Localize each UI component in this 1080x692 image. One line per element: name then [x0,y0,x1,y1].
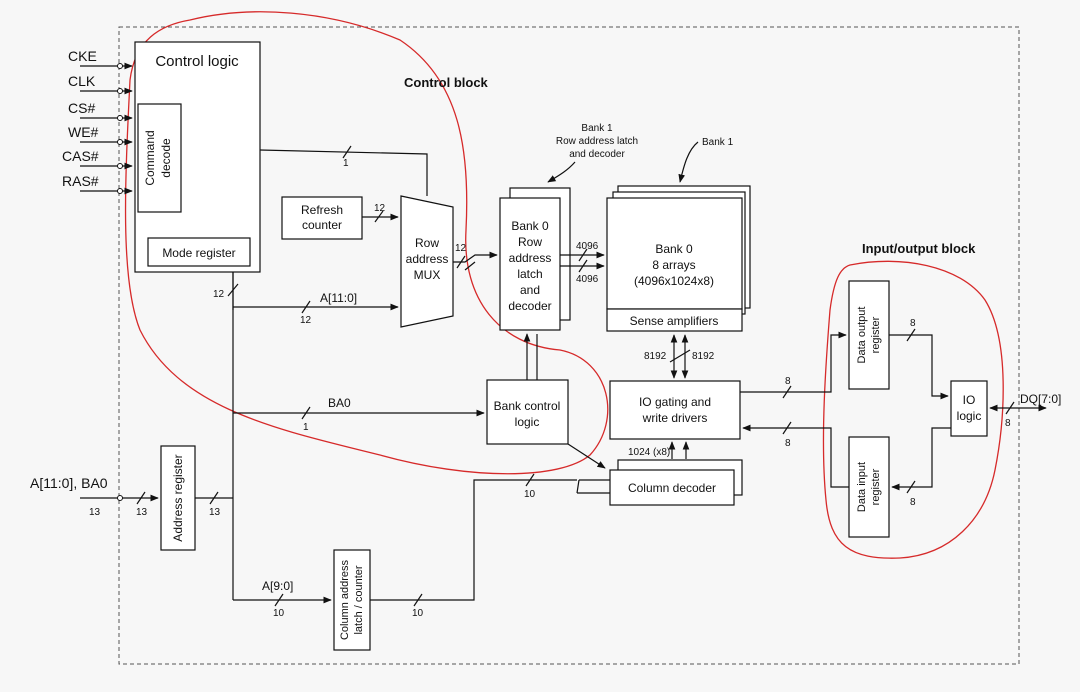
col-latch-label-1: Column address [339,559,351,640]
bank-control-label-1: Bank control [494,399,561,413]
width-dir-8: 8 [910,497,916,508]
io-gating-label-1: IO gating and [639,395,711,409]
width-ba0-1: 1 [303,422,309,433]
signal-dq: DQ[7:0] [1020,392,1061,406]
width-in-13: 13 [89,507,101,518]
col-latch-label-2: latch / counter [353,565,365,634]
io-block-title: Input/output block [862,241,976,256]
bank1-latch-note-1: Bank 1 [581,123,613,134]
io-gating-block [609,380,741,440]
data-output-label-2: register [870,316,882,353]
bank1-latch-note-3: and decoder [569,149,625,160]
mode-register-block [147,237,251,267]
width-in-8: 8 [785,438,791,449]
address-register-label: Address register [171,454,185,541]
width-reg-13: 13 [136,507,148,518]
input-cas: CAS# [62,148,99,164]
bank1-latch-note-2: Row address latch [556,136,638,147]
width-1024x8: 1024 (x8) [628,447,670,458]
bank0-latch-label-2: Row [518,235,542,249]
data-output-register [848,280,890,390]
mux-label-2: address [406,252,449,266]
command-decode-label-1: Command [143,130,157,185]
chip-boundary [118,26,1020,665]
input-clk: CLK [68,73,96,89]
data-output-label-1: Data output [856,307,868,364]
width-out-8: 8 [785,376,791,387]
io-logic-label-2: logic [957,409,982,423]
width-ctrl-1: 1 [343,158,349,169]
bank0-latch-label-3: address [509,251,552,265]
bank0-array-label-2: 8 arrays [652,258,695,272]
bank0-latch-label-1: Bank 0 [511,219,549,233]
refresh-counter-block [281,196,363,240]
width-8192-a: 8192 [644,351,667,362]
column-decoder-block [609,469,735,506]
bank0-latch-label-4: latch [517,267,542,281]
bus-slashes [136,145,1015,607]
width-trunk-12: 12 [213,289,225,300]
column-decoder-label: Column decoder [628,481,716,495]
bank0-array-label-1: Bank 0 [655,242,693,256]
bank0-latch-label-5: and [520,283,540,297]
width-out-13: 13 [209,507,221,518]
width-refresh-12: 12 [374,203,386,214]
input-cs: CS# [68,100,95,116]
row-address-mux [400,195,454,328]
input-cke: CKE [68,48,97,64]
mux-label-3: MUX [414,268,441,282]
refresh-counter-label-1: Refresh [301,203,343,217]
command-decode-label-2: decode [159,138,173,178]
bank0-latch-label-6: decoder [508,299,551,313]
bank1-array-note: Bank 1 [702,137,734,148]
data-input-label-2: register [870,468,882,505]
width-4096-a: 4096 [576,241,599,252]
bank-control-logic [486,379,569,445]
control-block-outline [124,11,609,475]
input-we: WE# [68,124,99,140]
width-col-10: 10 [412,608,424,619]
input-ras: RAS# [62,173,99,189]
width-coldec-10: 10 [524,489,536,500]
address-register-block [160,445,196,551]
data-input-register [848,436,890,538]
command-decode-block [137,103,182,213]
io-gating-label-2: write drivers [642,411,708,425]
mux-label-1: Row [415,236,439,250]
signal-a9-0: A[9:0] [262,579,293,593]
signal-address-input: A[11:0], BA0 [30,475,108,491]
sense-amplifiers-block [606,308,743,332]
bank0-array-label-3: (4096x1024x8) [634,274,714,288]
width-a9-10: 10 [273,608,285,619]
width-mux-12: 12 [455,243,467,254]
refresh-counter-label-2: counter [302,218,342,232]
io-logic-block [950,380,988,437]
mode-register-label: Mode register [162,246,235,260]
bank0-row-latch [499,197,561,331]
io-logic-label-1: IO [963,393,976,407]
wiring [80,149,1047,604]
data-input-label-1: Data input [856,462,868,512]
width-4096-b: 4096 [576,274,599,285]
width-dq-8: 8 [1005,418,1011,429]
control-inputs [80,62,133,195]
bank-control-label-2: logic [515,415,540,429]
signal-ba0: BA0 [328,396,351,410]
sense-amplifiers-label: Sense amplifiers [630,314,719,328]
control-logic-label: Control logic [155,53,239,70]
width-dor-8: 8 [910,318,916,329]
io-block-outline [822,260,1004,559]
signal-a11-0: A[11:0] [320,291,357,305]
column-address-latch [333,549,371,651]
control-block-title: Control block [404,75,489,90]
width-8192-b: 8192 [692,351,715,362]
width-a11-12: 12 [300,315,312,326]
